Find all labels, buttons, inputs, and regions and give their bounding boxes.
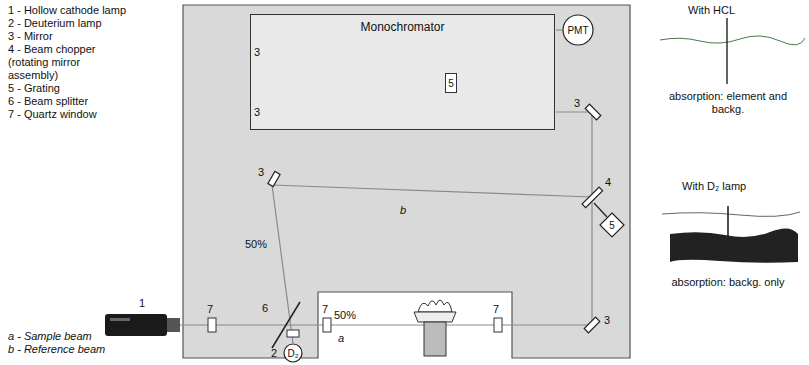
annotation-text: With HCL [688,4,735,17]
annotation-text: 3 - Mirror [8,30,53,43]
annotation-text: 6 - Beam splitter [8,95,88,108]
callout-number: 7 [207,303,213,316]
callout-number: 7 [322,303,328,316]
node-text: D₂ [287,348,298,359]
hollow-cathode-lamp [105,314,180,336]
photomultiplier-circle: PMT [562,14,594,46]
monochromator-box: Monochromator 5 [250,14,555,130]
node-text: Monochromator [360,21,444,34]
annotation-text: b - Reference beam [8,343,105,356]
callout-number: b [400,204,406,217]
annotation-text: 2 - Deuterium lamp [8,17,102,30]
absorption-plots [660,18,805,263]
callout-number: a [338,332,344,345]
node-text: 5 [448,78,454,89]
instrument-housing [183,5,630,358]
annotation-text: absorption: element and backg. [668,90,788,116]
callout-number: 3 [574,97,580,110]
deuterium-lamp-circle: D₂ [283,343,303,363]
burner-flame [414,300,456,356]
grating-element: 5 [445,73,457,93]
annotation-text: a - Sample beam [8,330,92,343]
callout-number: 2 [271,347,277,360]
chopper-grating-box: 5 [599,212,625,238]
beam-splitter [272,302,300,348]
annotation-text: 4 - Beam chopper (rotating mirror assemb… [8,43,112,82]
annotation-text: absorption: backg. only [668,276,788,289]
annotation-text: 1 - Hollow cathode lamp [8,4,126,17]
callout-number: 7 [493,303,499,316]
callout-number: 50% [334,309,356,322]
callout-number: 4 [605,176,611,189]
callout-number: 6 [262,302,268,315]
callout-number: 3 [258,166,264,179]
node-text: 5 [609,220,615,231]
callout-number: 50% [244,238,268,251]
callout-number: 3 [254,106,260,119]
callout-number: 3 [254,46,260,59]
annotation-text: With D₂ lamp [682,180,746,193]
callout-number: 1 [139,297,145,310]
node-text: PMT [567,25,588,36]
chopper-shaft [594,203,607,217]
annotation-text: 7 - Quartz window [8,108,97,121]
annotation-text: 5 - Grating [8,82,60,95]
callout-number: 3 [604,314,610,327]
